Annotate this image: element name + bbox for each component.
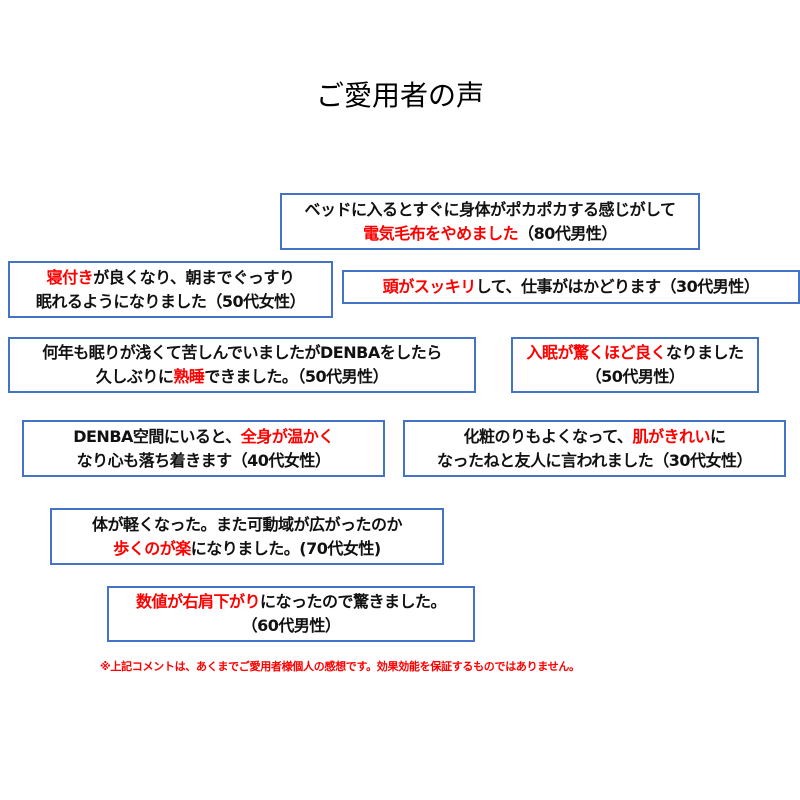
highlight-text: 頭がスッキリ [382,277,477,296]
testimonial-line: 入眠が驚くほど良くなりました [526,341,744,365]
testimonial-text: 久しぶりに [95,367,174,386]
testimonial-box: 入眠が驚くほど良くなりました （50代男性） [511,337,759,393]
testimonial-line: DENBA空間にいると、全身が温かく [73,425,334,449]
testimonial-line: なり心も落ち着きます（40代女性） [77,449,331,473]
testimonial-line: ベッドに入るとすぐに身体がポカポカする感じがして [304,198,676,222]
highlight-text: 数値が右肩下がり [135,592,261,611]
testimonial-text: に [709,426,726,446]
disclaimer: ※上記コメントは、あくまでご愛用者様個人の感想です。効果効能を保証するものではあ… [100,660,580,673]
testimonial-line: 久しぶりに熟睡できました。（50代男性） [95,365,389,389]
testimonial-line: （60代男性） [242,614,341,638]
testimonial-text: 体が軽くなった。また可動域が広がったのか [91,514,403,534]
page-title: ご愛用者の声 [315,79,484,112]
highlight-text: 熟睡 [173,367,205,386]
testimonial-line: 電気毛布をやめました（80代男性） [363,222,617,246]
testimonial-text: して、仕事がはかどります（30代男性） [475,277,760,296]
testimonial-text: （60代男性） [241,616,341,635]
highlight-text: 電気毛布をやめました [363,223,519,243]
testimonial-line: 化粧のりもよくなって、肌がきれいに [464,425,726,449]
testimonial-text: なり心も落ち着きます（40代女性） [76,450,331,470]
testimonial-text: になりました。(70代女性) [190,538,381,558]
testimonial-text: できました。（50代男性） [204,367,389,386]
testimonial-text: 眠れるようになりました（50代女性） [35,291,306,311]
testimonial-text: ベッドに入るとすぐに身体がポカポカする感じがして [304,199,676,219]
testimonial-line: 何年も眠りが浅くて苦しんでいましたがDENBAをしたら [42,341,442,365]
testimonial-box: 頭がスッキリして、仕事がはかどります（30代男性） [342,270,800,304]
testimonial-box: 化粧のりもよくなって、肌がきれいになったねと友人に言われました（30代女性） [403,420,786,477]
testimonial-line: なったねと友人に言われました（30代女性） [437,449,752,473]
testimonial-text: になったので驚きました。 [260,592,447,611]
testimonial-text: 化粧のりもよくなって、 [463,426,633,446]
testimonial-text: なったねと友人に言われました（30代女性） [437,450,752,470]
testimonial-text: 何年も眠りが浅くて苦しんでいましたがDENBAをしたら [42,343,442,362]
testimonial-line: 数値が右肩下がりになったので驚きました。 [135,590,447,614]
testimonial-box: DENBA空間にいると、全身が温かくなり心も落ち着きます（40代女性） [22,420,385,477]
testimonial-box: 体が軽くなった。また可動域が広がったのか歩くのが楽になりました。(70代女性) [50,508,444,565]
testimonial-line: 体が軽くなった。また可動域が広がったのか [91,513,403,537]
testimonial-text: なりました [666,343,744,362]
testimonial-line: 頭がスッキリして、仕事がはかどります（30代男性） [383,275,760,299]
testimonial-box: ベッドに入るとすぐに身体がポカポカする感じがして電気毛布をやめました（80代男性… [280,193,700,250]
testimonial-box: 何年も眠りが浅くて苦しんでいましたがDENBAをしたら久しぶりに熟睡できました。… [8,337,476,393]
testimonial-line: 歩くのが楽になりました。(70代女性) [113,537,381,561]
testimonial-box: 数値が右肩下がりになったので驚きました。 （60代男性） [107,586,475,642]
testimonial-line: 眠れるようになりました（50代女性） [35,290,306,314]
highlight-text: 入眠が驚くほど良く [526,343,666,362]
highlight-text: 肌がきれい [632,426,710,446]
testimonial-box: 寝付きが良くなり、朝までぐっすり眠れるようになりました（50代女性） [8,261,333,318]
testimonial-text: DENBA空間にいると、 [73,426,241,446]
highlight-text: 歩くのが楽 [113,538,191,558]
highlight-text: 全身が温かく [240,426,335,446]
testimonial-text: が良くなり、朝までぐっすり [93,267,295,287]
testimonial-line: 寝付きが良くなり、朝までぐっすり [47,266,295,290]
testimonial-text: （50代男性） [585,367,685,386]
highlight-text: 寝付き [46,267,94,287]
testimonial-line: （50代男性） [586,365,685,389]
testimonial-text: （80代男性） [518,223,617,243]
